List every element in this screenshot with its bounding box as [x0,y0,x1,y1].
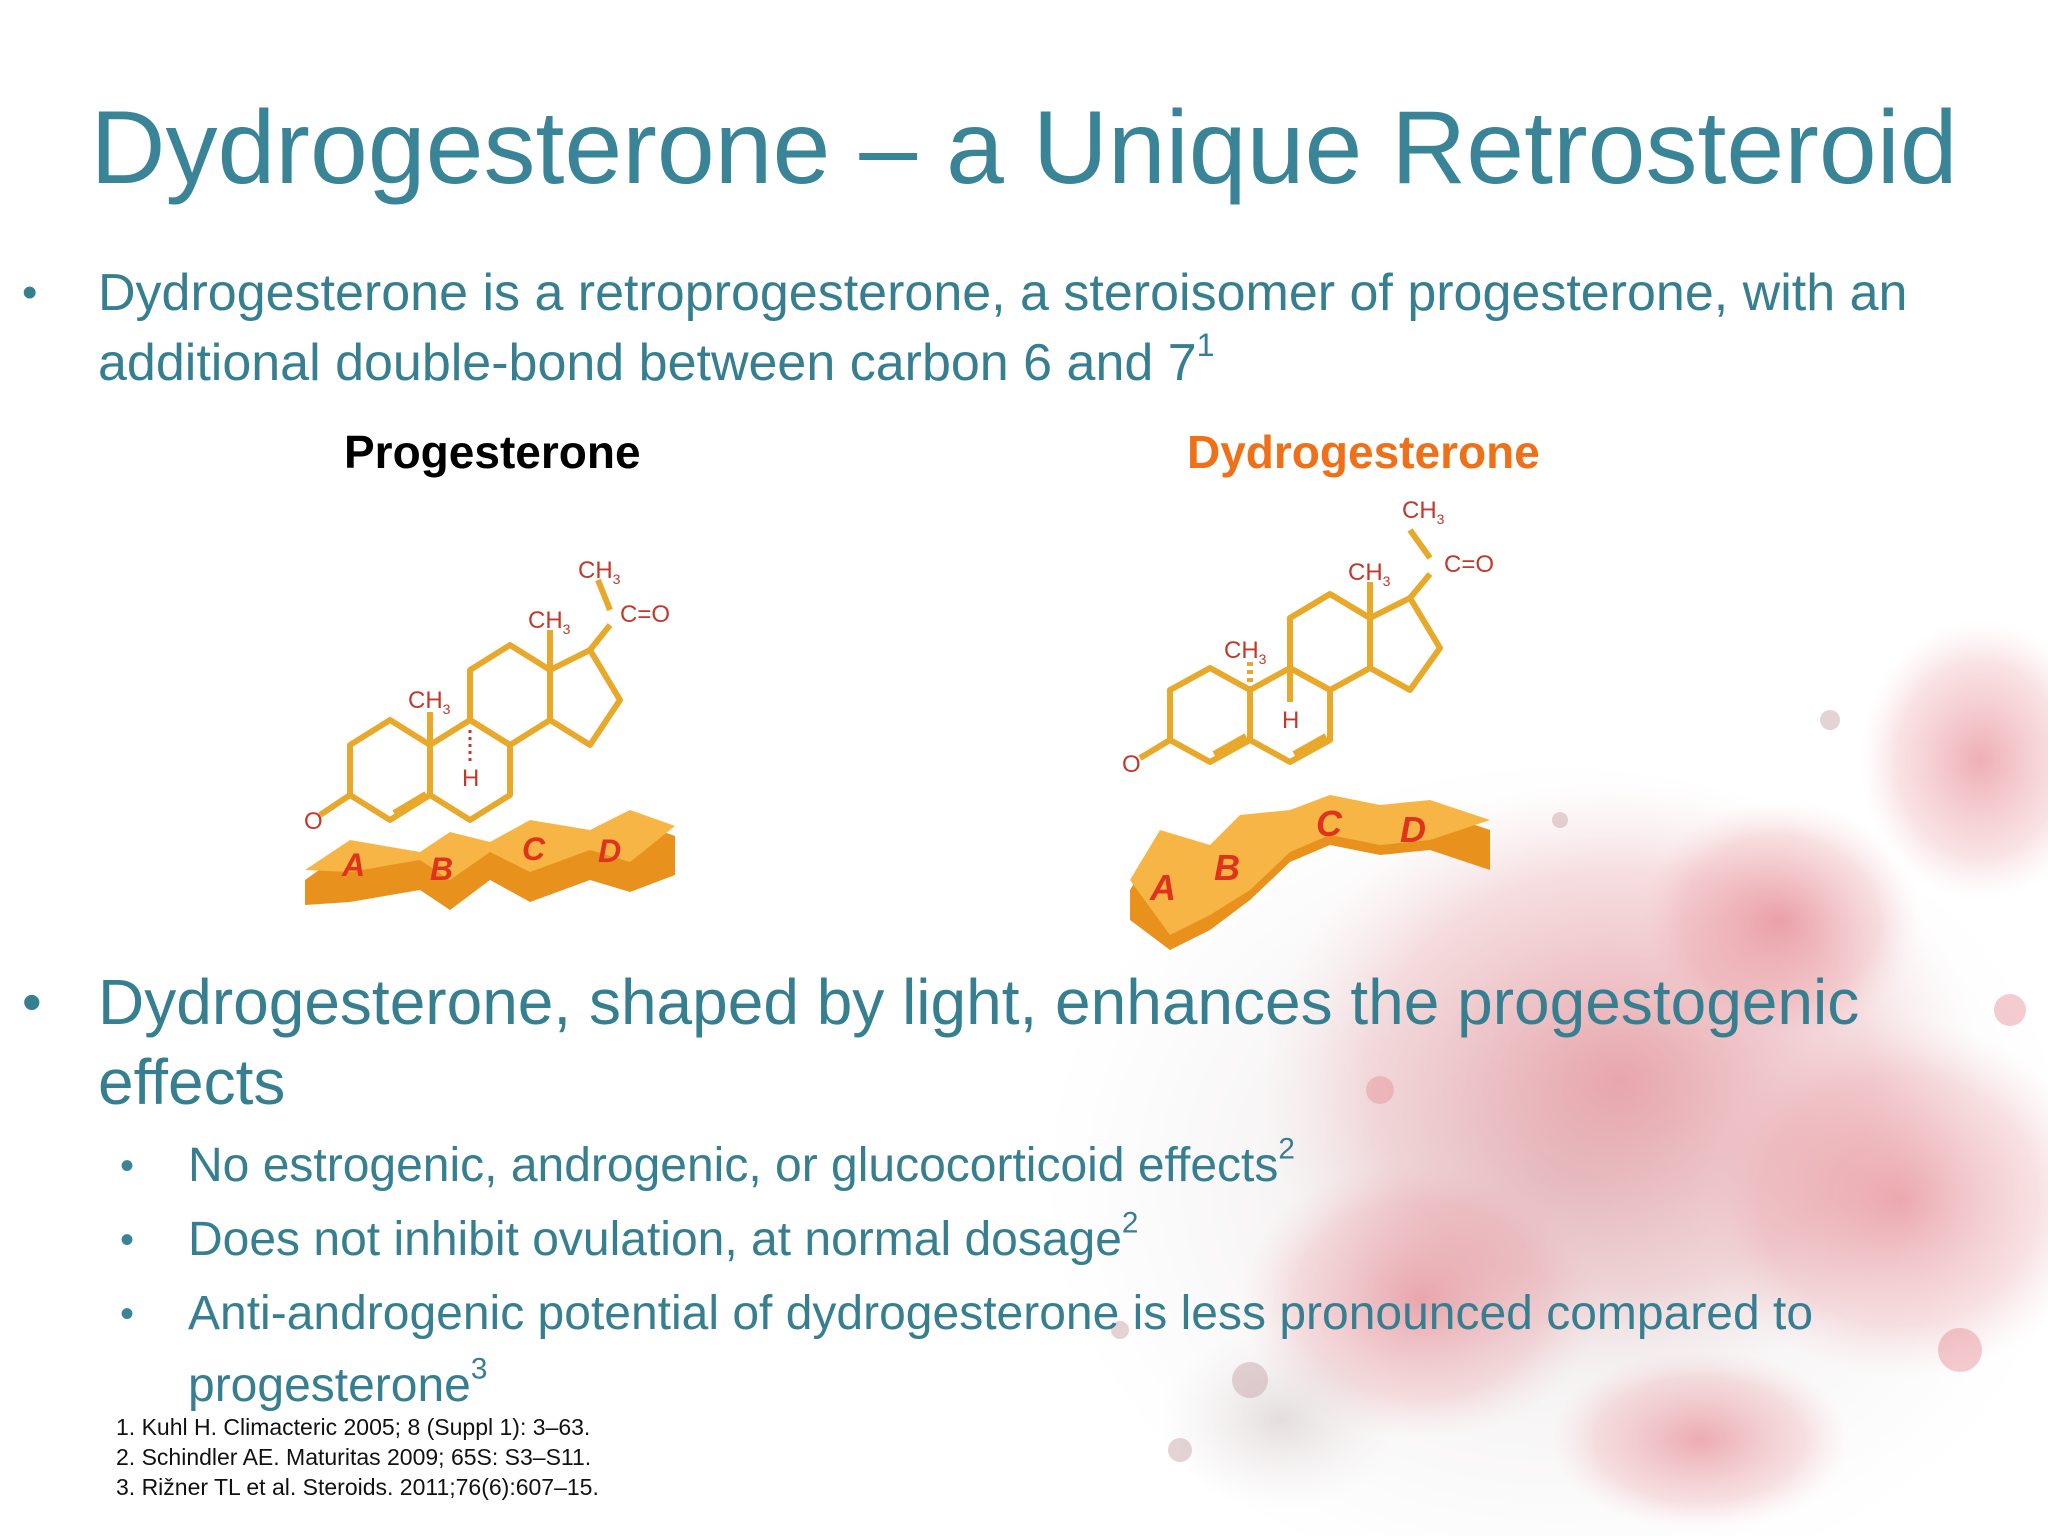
dydrogesterone-label: Dydrogesterone [1187,426,1540,478]
methyl-label: CH3 [1402,497,1445,527]
reference-marker: 2 [1278,1132,1295,1166]
methyl-label: CH3 [1348,559,1391,589]
carbonyl-label: C=O [620,601,670,628]
dydrogesterone-structure: CH3 CH3 CH3 C=O O H A B C D [1122,497,1494,950]
bullet-marker: • [120,1144,135,1188]
bullet-marker: • [22,970,42,1033]
sub-bullet-text: Anti-androgenic potential of dydrogester… [188,1287,1814,1412]
reference-marker: 3 [470,1352,488,1386]
ring-label-b: B [430,851,453,887]
reference-marker: 1 [1196,326,1215,363]
methyl-label: CH3 [408,687,451,717]
methyl-label: CH3 [528,607,571,637]
sub-bullet-text: No estrogenic, androgenic, or glucocorti… [188,1132,1295,1192]
ring-label-c: C [522,831,546,867]
reference-item: 2. Schindler AE. Maturitas 2009; 65S: S3… [116,1444,592,1470]
references: 1. Kuhl H. Climacteric 2005; 8 (Suppl 1)… [116,1412,599,1502]
ring-label-c: C [1316,803,1343,844]
intro-bullet-text: Dydrogesterone is a retroprogesterone, a… [98,264,1908,392]
oxygen-label: O [1122,751,1141,778]
ring-label-d: D [598,833,621,869]
reference-item: 3. Rižner TL et al. Steroids. 2011;76(6)… [116,1474,599,1500]
bullet-marker: • [22,268,38,317]
reference-item: 1. Kuhl H. Climacteric 2005; 8 (Suppl 1)… [116,1414,591,1440]
ring-label-d: D [1400,809,1426,850]
sub-bullet-text: Does not inhibit ovulation, at normal do… [188,1206,1139,1266]
ring-label-b: B [1214,847,1240,888]
hydrogen-label: H [462,765,479,792]
progesterone-structure: CH3 CH3 CH3 C=O O H A B C D [304,557,675,910]
hydrogen-label: H [1282,707,1299,734]
reference-marker: 2 [1121,1206,1139,1240]
bullet-marker: • [120,1292,135,1336]
main-bullet-text: Dydrogesterone, shaped by light, enhance… [98,966,1860,1118]
methyl-label: CH3 [578,557,621,587]
ring-label-a: A [341,847,365,883]
methyl-label: CH3 [1224,637,1267,667]
progesterone-label: Progesterone [344,426,641,478]
ring-label-a: A [1149,867,1176,908]
carbonyl-label: C=O [1444,551,1494,578]
slide-title: Dydrogesterone – a Unique Retrosteroid [90,90,1958,206]
bullet-marker: • [120,1218,135,1262]
oxygen-label: O [304,808,323,835]
